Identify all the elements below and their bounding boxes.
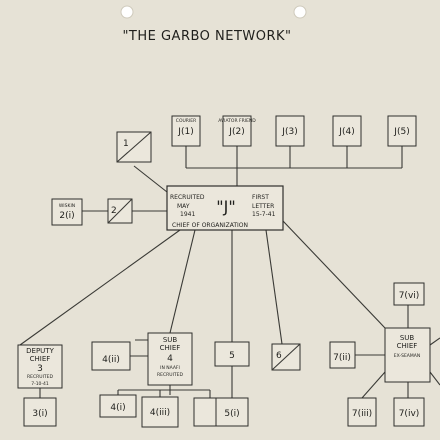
punch-hole-left [120,5,134,19]
deputy-recruited: RECRUITED [27,374,53,380]
agent-code: J(4) [338,127,354,137]
sub4-line1: SUB [163,336,178,344]
agent-code: J(1) [177,127,193,137]
deputy-number: 3 [37,364,43,374]
sub-chief-right-box: SUB CHIEF EX-SEAMAN [384,327,431,383]
deputy-line1: DEPUTY [26,347,54,355]
agent-code: 5 [229,351,235,361]
agent-code: J(3) [281,127,297,137]
agent-code: 7(vi) [399,291,420,301]
deputy-date: 7-10-41 [31,381,49,387]
agent-1-box: 1 [116,131,152,163]
sub4-note1: IN NAAFI [160,365,180,371]
bottom-agent-4i: 4(i) [99,394,137,418]
agent-code: 4(i) [110,403,125,413]
agent-4-ii-box: 4(ii) [91,341,131,371]
top-agent-j3: J(3) [275,115,305,147]
agent-code: 4(iii) [150,408,170,418]
sub4-number: 4 [167,354,173,364]
agent-code: 2(i) [59,211,74,221]
agent-code: 7(iii) [352,409,372,419]
central-j-box: RECRUITED MAY 1941 "J" FIRST LETTER 15-7… [166,185,284,231]
central-chief: CHIEF OF ORGANIZATION [172,222,248,229]
agent-7-vi-box: 7(vi) [393,282,425,306]
top-agent-j5: J(5) [387,115,417,147]
central-month: MAY [177,203,190,210]
agent-name: WISKIN [59,203,75,209]
connector-lines [19,146,440,399]
top-agent-j2: AVIATOR FRIEND J(2) [218,115,256,147]
bottom-agent-4iii: 4(iii) [141,396,179,428]
agent-7-ii-box: 7(ii) [329,341,356,369]
sub4-note2: RECRUITED [157,372,183,378]
agent-code: J(2) [228,127,244,137]
subright-line3: EX-SEAMAN [394,353,420,359]
subright-line2: CHIEF [397,342,418,350]
deputy-line2: CHIEF [30,355,51,363]
agent-number: 2 [111,206,117,216]
agent-number: 1 [123,139,129,149]
bottom-agent-7iii: 7(iii) [347,397,377,427]
bottom-agent-5i: 5(i) [215,397,249,427]
central-first: FIRST [252,194,269,201]
agent-code: 7(ii) [333,353,351,363]
agent-role: COURIER [176,118,196,124]
central-date: 15-7-41 [252,211,276,218]
bottom-agent-7iv: 7(iv) [393,397,425,427]
bottom-agent-3i: 3(i) [23,397,57,427]
agent-number: 6 [276,351,282,361]
sub-chief-4-box: SUB CHIEF 4 IN NAAFI RECRUITED [147,332,193,386]
agent-2-box: 2 [107,198,133,224]
wiskin-box: WISKIN 2(i) [51,198,83,226]
diagram-title: "THE GARBO NETWORK" [122,29,291,44]
agent-role: AVIATOR FRIEND [218,118,256,124]
deputy-chief-box: DEPUTY CHIEF 3 RECRUITED 7-10-41 [17,344,63,389]
central-year: 1941 [180,211,195,218]
agent-code: 7(iv) [399,409,420,419]
agent-code: 3(i) [32,409,47,419]
agent-code: 5(i) [224,409,239,419]
central-letter: "J" [216,197,235,216]
sub4-line2: CHIEF [160,344,181,352]
central-first-letter: LETTER [252,203,274,210]
top-agent-j1: COURIER J(1) [171,115,201,147]
punch-hole-right [293,5,307,19]
agent-5-box: 5 [214,341,250,367]
agent-code: J(5) [393,127,409,137]
agent-code: 4(ii) [102,355,120,365]
agent-6-box: 6 [271,343,301,371]
subright-line1: SUB [400,334,415,342]
top-agent-j4: J(4) [332,115,362,147]
central-recruited: RECRUITED [170,194,205,201]
